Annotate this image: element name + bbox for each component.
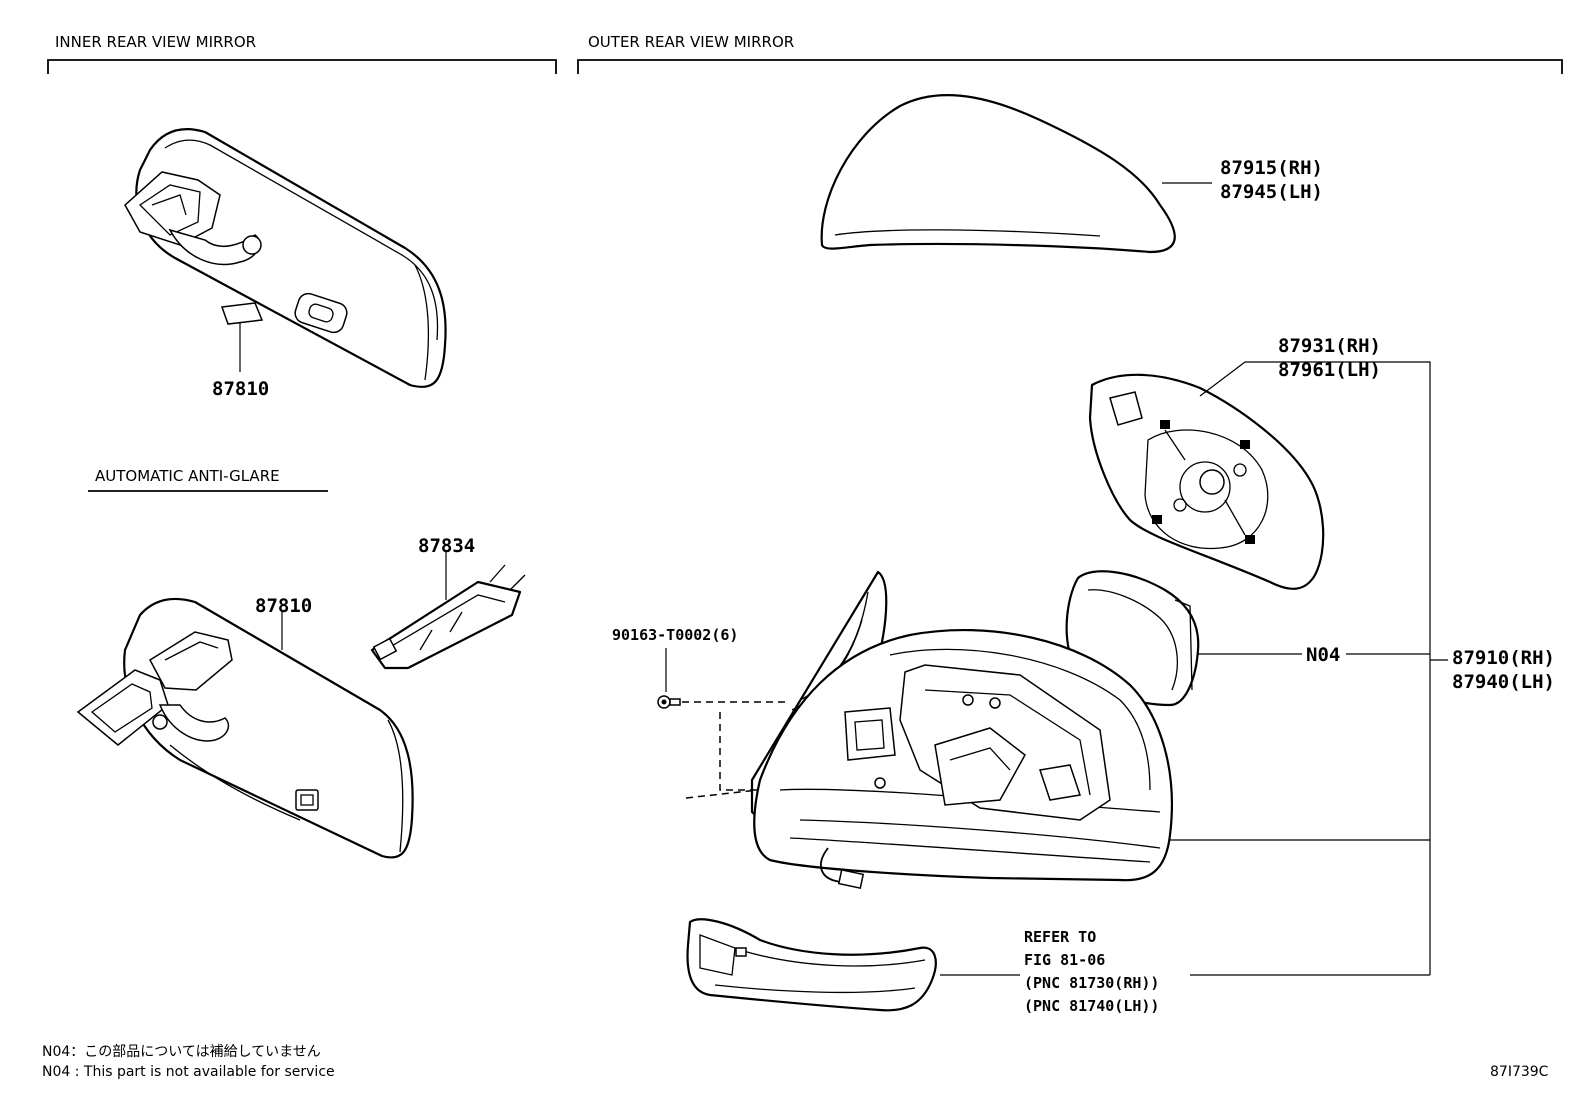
refer-line-2: FIG 81-06	[1024, 951, 1105, 969]
mirror-cover	[820, 94, 1176, 254]
part-number-87931: 87931(RH)	[1278, 335, 1381, 357]
outer-section-title: OUTER REAR VIEW MIRROR	[588, 33, 794, 51]
screw-90163	[657, 695, 681, 709]
anti-glare-title: AUTOMATIC ANTI-GLARE	[95, 467, 280, 485]
turn-signal-lamp	[686, 918, 937, 1012]
wire-harness-87834	[370, 564, 526, 670]
part-number-87810-bottom: 87810	[255, 595, 312, 617]
inner-section-header: INNER REAR VIEW MIRROR	[47, 33, 557, 74]
refer-line-1: REFER TO	[1024, 928, 1096, 946]
footnote-japanese: N04：この部品については補給していません	[42, 1044, 321, 1060]
leader-87931	[1199, 361, 1390, 397]
inner-mirror-anti-glare	[76, 597, 414, 859]
part-number-87961: 87961(LH)	[1278, 359, 1381, 381]
part-number-87945: 87945(LH)	[1220, 181, 1323, 203]
anti-glare-header: AUTOMATIC ANTI-GLARE	[88, 467, 328, 492]
part-number-87910: 87910(RH)	[1452, 647, 1555, 669]
screw-dashed-guides	[682, 701, 790, 799]
outer-mirror-assembly	[750, 570, 1173, 890]
part-number-87810-top: 87810	[212, 378, 269, 400]
outer-section-header: OUTER REAR VIEW MIRROR	[577, 33, 1563, 74]
figure-id: 87I739C	[1490, 1064, 1549, 1080]
refer-line-3: (PNC 81730(RH))	[1024, 974, 1159, 992]
assembly-bracket-line	[1390, 361, 1431, 975]
part-number-90163: 90163-T0002(6)	[612, 626, 738, 644]
part-number-87834: 87834	[418, 535, 475, 557]
footnote-english: N04 : This part is not available for ser…	[42, 1064, 335, 1080]
inner-section-title: INNER REAR VIEW MIRROR	[55, 33, 256, 51]
inner-mirror-top	[124, 128, 447, 388]
part-number-87915: 87915(RH)	[1220, 157, 1323, 179]
part-number-87940: 87940(LH)	[1452, 671, 1555, 693]
mirror-glass	[1088, 373, 1325, 590]
refer-line-4: (PNC 81740(LH))	[1024, 997, 1159, 1015]
part-number-n04: N04	[1306, 644, 1340, 666]
